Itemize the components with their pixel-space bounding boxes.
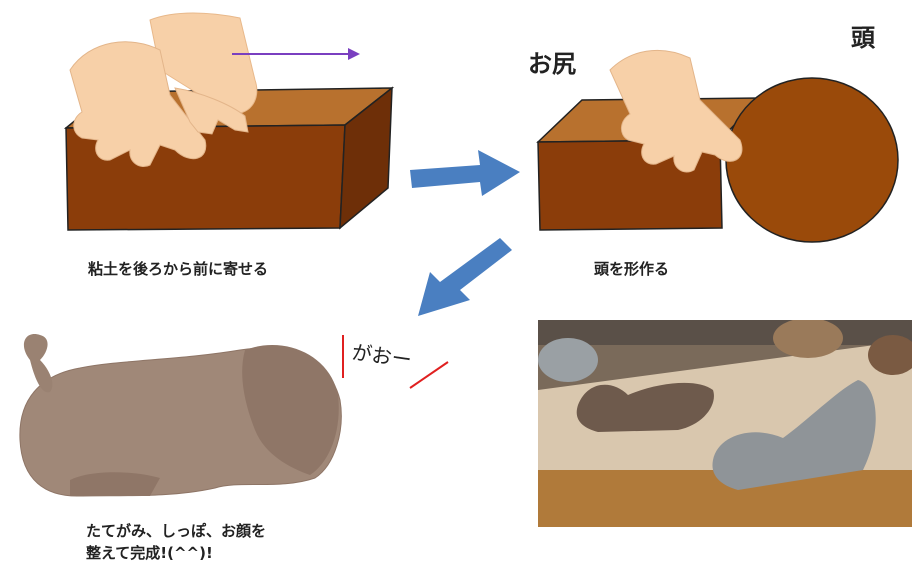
caption-step1: 粘土を後ろから前に寄せる (88, 260, 269, 278)
clay-head-ball (725, 77, 899, 243)
caption-step3: たてがみ、しっぽ、お顔を 整えて完成!(^^)! (86, 520, 266, 564)
flow-arrow-down-left-icon (418, 238, 512, 316)
head-label: 頭 (851, 24, 875, 52)
caption-step3-line1: たてがみ、しっぽ、お顔を (86, 522, 267, 540)
photo-canvas (538, 320, 912, 527)
caption-step3-line2: 整えて完成!(^^)! (86, 544, 213, 562)
hands-step2 (609, 49, 743, 173)
clay-animals-photo (538, 320, 912, 527)
hands-step1 (69, 12, 258, 167)
caption-step2: 頭を形作る (594, 260, 670, 278)
finished-lion-image (19, 334, 342, 497)
flow-arrow-right-icon (410, 150, 520, 196)
roar-accent-lines (342, 335, 449, 389)
butt-label: お尻 (528, 50, 576, 78)
motion-arrow-icon (232, 48, 360, 60)
